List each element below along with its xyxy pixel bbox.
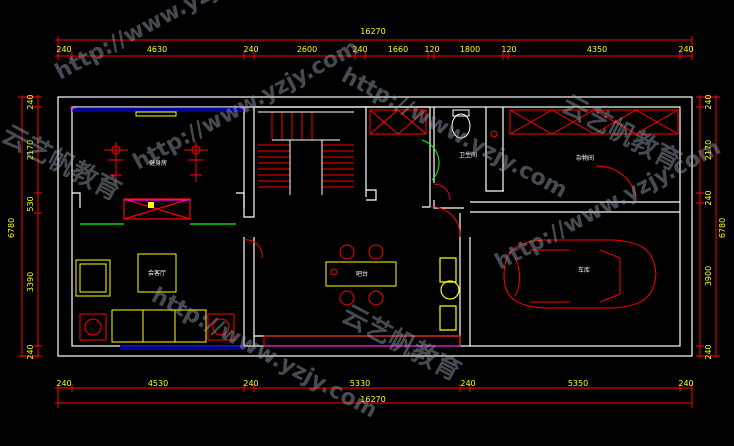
lounge-furniture: [75, 253, 235, 343]
dim-right-5: 240: [704, 344, 713, 359]
dim-bottom-2: 4530: [148, 379, 168, 388]
label-gym: 健身房: [149, 159, 167, 167]
dim-left-4: 3390: [26, 272, 35, 292]
dim-right-3: 240: [704, 190, 713, 205]
dim-top-9: 120: [501, 45, 516, 54]
watermarks: http://www.yzjy.com http://www.yzjy.com …: [0, 0, 725, 423]
watermark-url-4: http://www.yzjy.com: [147, 283, 381, 423]
gym-equipment: [104, 111, 208, 182]
dim-left-segments: 6780 240 2170 530 3390 240: [7, 94, 35, 359]
watermark-url-1: http://www.yzjy.com: [51, 0, 285, 85]
dim-top-total: 16270: [360, 27, 385, 36]
dimension-lines: [18, 36, 720, 408]
doors: [243, 139, 637, 259]
dim-left-1: 240: [26, 94, 35, 109]
garage-door: [439, 257, 460, 331]
bar-counter: [263, 244, 461, 347]
dim-left-5: 240: [26, 344, 35, 359]
bathroom-fixtures: [451, 109, 498, 139]
dim-top-10: 4350: [587, 45, 607, 54]
dim-right-total: 6780: [718, 218, 727, 238]
label-storage: 杂物间: [576, 154, 594, 162]
watermark-brand-1: 云艺帆教育: [0, 119, 126, 207]
dim-bottom-5: 240: [460, 379, 475, 388]
dim-right-1: 240: [704, 94, 713, 109]
watermark-brand-2: 云艺帆教育: [557, 89, 686, 177]
dim-right-2: 2170: [704, 140, 713, 160]
dim-bottom-7: 240: [678, 379, 693, 388]
dim-bottom-3: 240: [243, 379, 258, 388]
label-bar: 吧台: [356, 270, 368, 278]
dim-top-8: 1800: [460, 45, 480, 54]
car: [503, 239, 657, 309]
gym-partition: [80, 198, 236, 225]
dim-bottom-6: 5350: [568, 379, 588, 388]
dim-right-4: 3900: [704, 266, 713, 286]
windows: [72, 107, 244, 350]
label-garage: 车库: [578, 266, 590, 274]
watermark-url-3: http://www.yzjy.com: [337, 63, 571, 203]
label-bathroom: 卫生间: [459, 151, 477, 159]
dim-bottom-1: 240: [56, 379, 71, 388]
dim-top-6: 1660: [388, 45, 408, 54]
dim-top-3: 240: [243, 45, 258, 54]
watermark-brand-3: 云艺帆教育: [337, 299, 466, 387]
dim-top-1: 240: [56, 45, 71, 54]
dim-top-2: 4630: [147, 45, 167, 54]
dim-bottom-4: 5330: [350, 379, 370, 388]
dim-top-4: 2600: [297, 45, 317, 54]
dim-right-segments: 6780 240 2170 240 3900 240: [704, 94, 727, 359]
label-lounge: 会客厅: [148, 269, 166, 277]
dim-top-11: 240: [678, 45, 693, 54]
storage-racks: [369, 109, 679, 135]
dim-bottom-segments: 240 4530 240 5330 240 5350 240: [56, 379, 693, 388]
dim-top-7: 120: [424, 45, 439, 54]
dim-left-total: 6780: [7, 218, 16, 238]
dim-left-2: 2170: [26, 140, 35, 160]
dim-left-3: 530: [26, 196, 35, 211]
dim-bottom-total: 16270: [360, 395, 385, 404]
staircase: [258, 111, 354, 195]
dim-top-5: 240: [352, 45, 367, 54]
dim-top-segments: 240 4630 240 2600 240 1660 120 1800 120 …: [56, 45, 693, 54]
watermark-url-5: http://www.yzjy.com: [491, 135, 725, 275]
